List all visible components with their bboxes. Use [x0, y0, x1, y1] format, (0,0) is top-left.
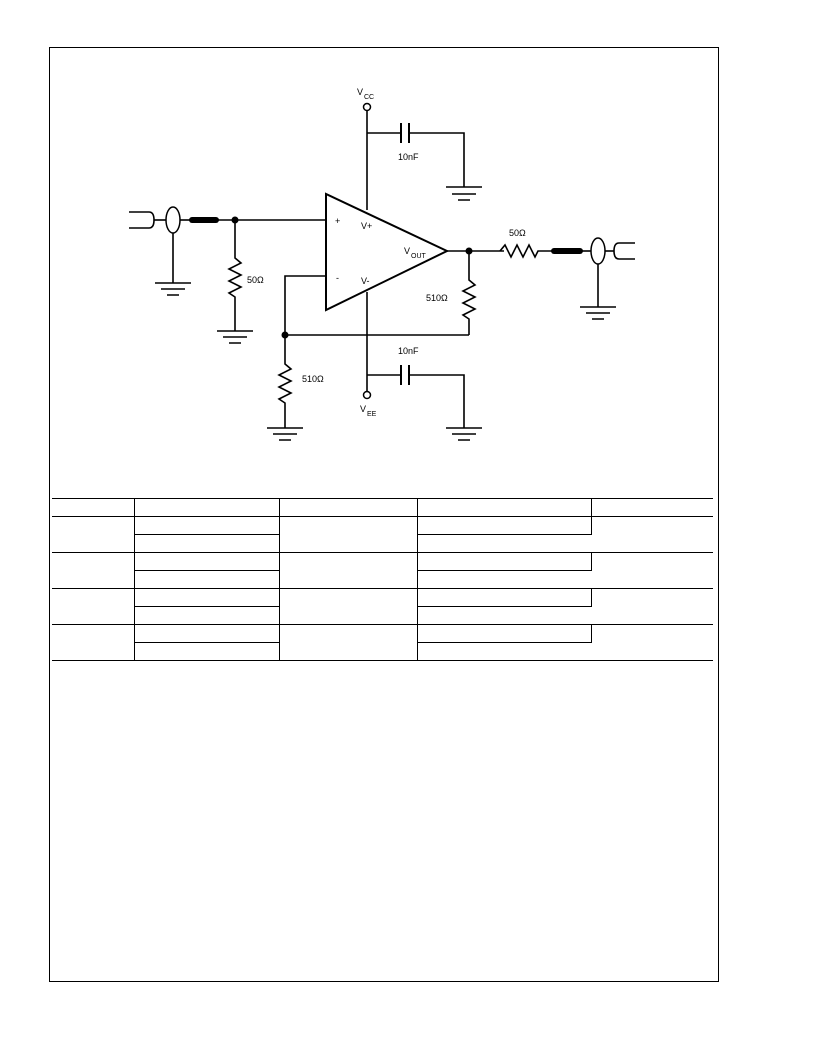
table-header-cell — [134, 498, 280, 517]
pin-minus-label: - — [336, 273, 339, 283]
bottom-decoupling-capacitor: 10nF — [367, 346, 465, 428]
table-cell — [417, 534, 591, 553]
table-header-cell — [279, 498, 418, 517]
ground-symbol-bottom — [446, 427, 482, 441]
pin-vminus-label: V- — [361, 276, 370, 286]
table-cell — [279, 588, 418, 625]
table-header-cell — [591, 498, 713, 517]
table-row — [52, 552, 713, 589]
table-row — [52, 570, 713, 589]
table-cell — [417, 642, 591, 661]
r-feedback-label: 510Ω — [426, 293, 448, 303]
table-cell — [591, 552, 713, 589]
table-cell — [279, 516, 418, 553]
table-row — [52, 642, 713, 661]
inverting-input-wire — [284, 275, 326, 335]
feedback-resistor: 510Ω — [426, 251, 477, 335]
table-cell — [52, 624, 135, 661]
table-cell — [134, 534, 280, 553]
pin-plus-label: + — [335, 216, 340, 226]
output-series-resistor: 50Ω — [499, 228, 552, 259]
cap-bottom-label: 10nF — [398, 346, 419, 356]
table-row — [52, 516, 713, 553]
table-cell — [134, 570, 280, 589]
op-amp: + - V+ V- V OUT — [325, 192, 450, 312]
table-cell — [591, 624, 713, 661]
vcc-terminal: V CC — [357, 87, 374, 112]
vee-label-sub: EE — [367, 411, 377, 418]
top-decoupling-capacitor: 10nF — [367, 123, 465, 187]
cap-top-label: 10nF — [398, 152, 419, 162]
table-cell — [417, 516, 592, 535]
vee-terminal: V EE — [360, 390, 377, 418]
gain-resistor: 510Ω — [267, 335, 324, 441]
table-cell — [134, 588, 280, 607]
r-gain-label: 510Ω — [302, 374, 324, 384]
table-cell — [52, 588, 135, 625]
table-cell — [417, 588, 592, 607]
table-cell — [417, 552, 592, 571]
table-cell — [591, 516, 713, 553]
vcc-label-sub: CC — [364, 94, 374, 101]
table-row — [52, 606, 713, 625]
table-cell — [417, 570, 591, 589]
table-cell — [279, 624, 418, 661]
table-header-cell — [52, 498, 135, 517]
amplifier-schematic: V CC 10nF + - V+ V- V OUT — [129, 87, 635, 441]
r-in-label: 50Ω — [247, 275, 264, 285]
input-coax-connector — [129, 206, 326, 296]
r-out-label: 50Ω — [509, 228, 526, 238]
table-cell — [52, 552, 135, 589]
table-row — [52, 588, 713, 625]
table-cell — [134, 624, 280, 643]
ground-symbol-top — [446, 186, 482, 201]
table-cell — [134, 516, 280, 535]
table-row — [52, 534, 713, 553]
input-termination-resistor: 50Ω — [217, 220, 264, 344]
table-cell — [134, 642, 280, 661]
table-cell — [52, 516, 135, 553]
vout-label: V — [404, 246, 410, 256]
table-cell — [417, 624, 592, 643]
vout-label-sub: OUT — [411, 253, 427, 260]
table-header-row — [52, 498, 713, 517]
table-row — [52, 624, 713, 661]
vcc-label: V — [357, 87, 363, 97]
table-cell — [134, 606, 280, 625]
page-frame — [49, 47, 719, 982]
pin-vplus-label: V+ — [361, 221, 372, 231]
vee-label: V — [360, 404, 366, 414]
table-header-cell — [417, 498, 592, 517]
table-cell — [417, 606, 591, 625]
output-coax-connector — [551, 237, 635, 320]
spec-table — [52, 498, 713, 661]
table-cell — [591, 588, 713, 625]
table-cell — [279, 552, 418, 589]
table-cell — [134, 552, 280, 571]
